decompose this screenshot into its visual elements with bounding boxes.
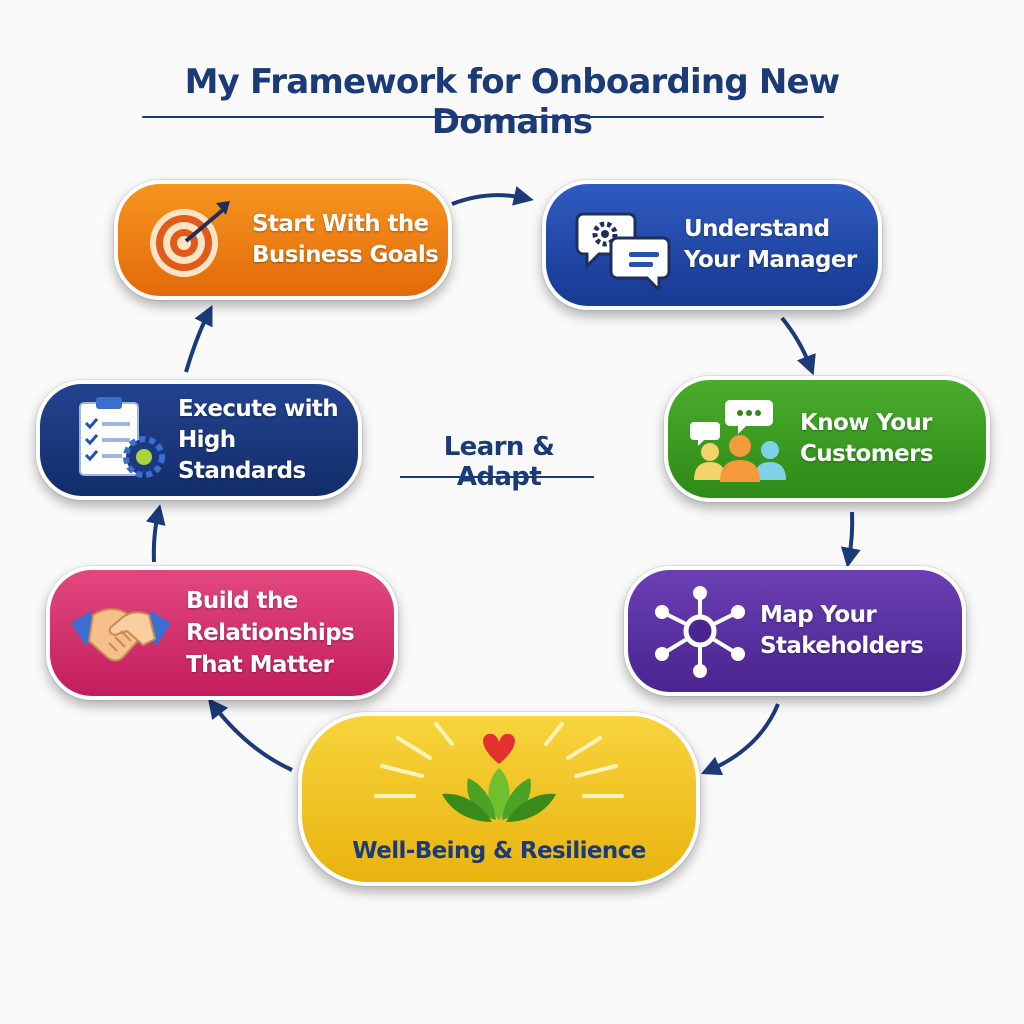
step-label: Execute with High Standards <box>178 395 339 484</box>
step-label: Map Your Stakeholders <box>760 602 924 659</box>
step-well-being: Well-Being & Resilience <box>298 712 700 886</box>
center-underline <box>400 476 594 478</box>
step-understand-manager: Understand Your Manager <box>542 180 882 310</box>
step-label: Start With the Business Goals <box>252 211 439 268</box>
target-icon <box>132 195 244 285</box>
step-label: Build the Relationships That Matter <box>186 588 355 678</box>
arrow-1-to-2 <box>451 186 534 206</box>
arrow-7-to-1 <box>184 305 213 373</box>
arrow-6-to-7 <box>146 504 166 563</box>
checklist-gear-icon <box>72 395 172 485</box>
step-label: Know Your Customers <box>800 410 934 467</box>
center-label: Learn & Adapt <box>443 432 555 492</box>
step-execute-standards: Execute with High Standards <box>36 380 362 500</box>
arrow-2-to-3 <box>780 316 816 376</box>
step-label: Understand Your Manager <box>684 216 857 273</box>
step-know-customers: Know Your Customers <box>664 376 990 502</box>
handshake-icon <box>66 593 176 673</box>
chat-gear-icon <box>570 200 680 290</box>
arrow-3-to-4 <box>840 511 861 568</box>
customers-icon <box>686 394 794 484</box>
step-map-stakeholders: Map Your Stakeholders <box>624 566 966 696</box>
lotus-heart-icon <box>434 733 564 830</box>
sun-rays-icon <box>374 722 624 798</box>
page-title: My Framework for Onboarding New Domains <box>184 62 841 142</box>
step-business-goals: Start With the Business Goals <box>114 180 452 300</box>
step-label: Well-Being & Resilience <box>352 837 646 864</box>
network-icon <box>648 583 752 679</box>
step-build-relationships: Build the Relationships That Matter <box>46 566 398 700</box>
title-underline <box>142 116 824 118</box>
arrow-4-to-5 <box>700 703 780 776</box>
arrow-5-to-6 <box>207 698 293 772</box>
